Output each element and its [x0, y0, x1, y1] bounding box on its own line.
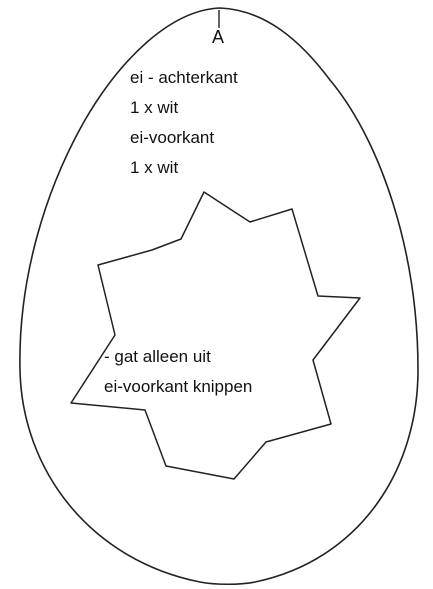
note-front-qty: 1 x wit — [130, 158, 179, 177]
note-front-side: ei-voorkant — [130, 128, 215, 147]
hole-note-line1: - gat alleen uit — [104, 347, 211, 366]
hole-cut-note: - gat alleen uit ei-voorkant knippen — [104, 342, 252, 402]
cut-notes: ei - achterkant 1 x wit ei-voorkant 1 x … — [130, 63, 238, 183]
marker-letter: A — [212, 27, 225, 47]
note-back-side: ei - achterkant — [130, 68, 238, 87]
crack-hole-outline — [70, 191, 361, 480]
egg-outline — [19, 7, 419, 586]
hole-note-line2: ei-voorkant knippen — [104, 377, 253, 396]
note-back-qty: 1 x wit — [130, 98, 179, 117]
